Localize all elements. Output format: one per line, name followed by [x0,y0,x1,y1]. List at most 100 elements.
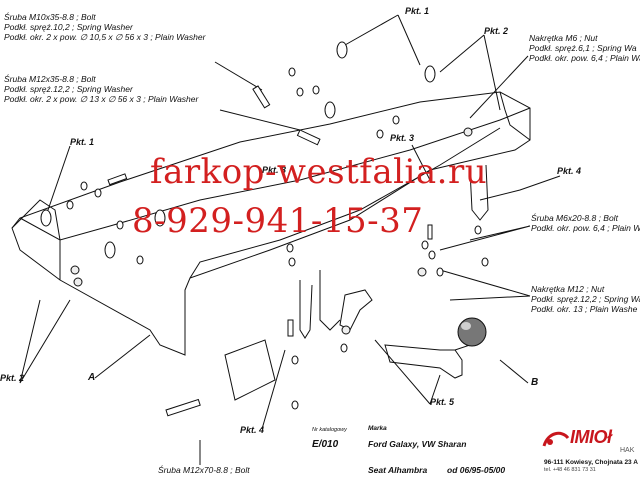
pkt-2-top: Pkt. 2 [484,26,509,36]
label-nut-m6: Nakrętka M6 ; Nut Podkł. spręż.6,1 ; Spr… [529,33,640,63]
label-bolt-m6: Śruba M6x20-8.8 ; Bolt Podkł. okr. pow. … [531,213,640,233]
catalog-model-1: Ford Galaxy, VW Sharan [368,439,467,449]
spring-washer [80,181,88,191]
bolt-left [107,173,128,186]
nut [341,325,351,335]
nut [417,267,427,277]
label-line: Podkł. spręż.12,2 ; Spring Wa [531,294,640,304]
brand-tel: tel. +48 46 831 73 31 [544,467,596,473]
catalog-nr-label: Nr katalogowy [312,427,347,433]
pkt-1-top: Pkt. 1 [405,6,430,16]
leader-pkt4-right [479,175,561,201]
tow-ball [457,317,487,347]
spring-washer [436,267,444,277]
label-line: Podkł. okr. pow. 6,4 ; Plain W [531,223,640,233]
leader-m6-bolt [439,225,531,251]
leader-pkt1-left [47,145,71,211]
letter-b: B [531,377,539,388]
crossbar-tube [11,91,531,356]
leader-pkt3-right [411,144,431,181]
spring-washer [421,240,429,250]
socket-plate [224,339,276,401]
centre-hanger-2 [319,270,341,331]
spring-washer [481,257,489,267]
nut [73,277,83,287]
leader-pkt4-bottom [261,349,286,430]
imiol-logo-mark [542,431,570,447]
label-line: Śruba M10x35-8.8 ; Bolt [4,12,96,22]
spring-washer [312,85,320,95]
label-line: Śruba M6x20-8.8 ; Bolt [531,213,618,223]
label-bolt-m12: Śruba M12x35-8.8 ; Bolt Podkł. spręż.12,… [4,74,198,104]
pkt-5: Pkt. 5 [430,397,455,407]
spring-washer [66,200,74,210]
leader-pkt5 [374,339,441,405]
leader-a [94,334,151,379]
pkt-1-left: Pkt. 1 [70,137,95,147]
leader-pkt1-top [344,14,421,66]
label-bolt-m10: Śruba M10x35-8.8 ; Bolt Podkł. spręż.10,… [4,12,205,42]
leader-m10 [214,61,263,91]
label-line: Podkł. okr. pow. 6,4 ; Plain Wa [529,53,640,63]
leader-pkt2-top [439,34,501,111]
pkt-4-right: Pkt. 4 [557,166,582,176]
spring-washer [428,250,436,260]
right-end-plate [499,91,531,141]
catalog-number: E/010 [312,439,339,450]
spring-washer [296,87,304,97]
catalog-marka-label: Marka [368,425,387,432]
pkt-2-left: Pkt. 2 [0,373,25,383]
bolt-m12 [296,129,321,146]
spring-washer [286,243,294,253]
label-line: Podkł. spręż.6,1 ; Spring Wa [529,43,637,53]
spring-washer [376,129,384,139]
bolt-m10 [252,85,271,109]
crossbar-inner-edge [189,127,501,279]
leader-nut-m6 [469,55,529,119]
right-hanger [469,164,489,221]
plain-washer [104,241,116,259]
spring-washer [392,115,400,125]
plain-washer [324,101,336,119]
bolt-m6 [427,224,433,240]
nut [463,127,473,137]
label-nut-m12: Nakrętka M12 ; Nut Podkł. spręż.12,2 ; S… [531,284,640,314]
socket-bracket [339,289,373,331]
spring-washer [474,225,482,235]
label-line: Podkł. spręż.10,2 ; Spring Washer [4,22,133,32]
letter-a: A [88,372,96,383]
nut [70,265,80,275]
plain-washer [154,209,166,227]
pkt-4-bottom: Pkt. 4 [240,425,265,435]
spring-washer [340,343,348,353]
spring-washer [136,255,144,265]
catalog-date: od 06/95-05/00 [447,465,506,475]
spring-washer [288,67,296,77]
left-bracket [11,199,61,241]
watermark-phone: 8-929-941-15-37 [132,201,424,241]
label-line: Śruba M12x35-8.8 ; Bolt [4,74,96,84]
brand-address: 96-111 Kowiesy, Chojnata 23 A [544,459,638,466]
label-line: Nakrętka M12 ; Nut [531,284,605,294]
label-line: Podkł. spręż.12,2 ; Spring Washer [4,84,133,94]
watermark-site: farkop-westfalia.ru [150,152,488,192]
label-line: Nakrętka M6 ; Nut [529,33,598,43]
spring-washer [94,188,102,198]
brand-suffix: HAK [620,447,635,454]
plain-washer [40,209,52,227]
leader-b [499,359,529,384]
spring-washer [116,220,124,230]
bolt-m12x70 [165,398,201,417]
tow-ball-highlight [461,322,471,330]
crossbar-top-edge [19,107,531,241]
bolt-centre [287,319,294,337]
spring-washer [291,355,299,365]
plain-washer [424,65,436,83]
ball-mount-arm [384,344,463,379]
catalog-model-2: Seat Alhambra [368,465,428,475]
label-line: Podkł. okr. 2 x pow. ∅ 13 x ∅ 56 x 3 ; P… [4,94,199,104]
spring-washer [291,400,299,410]
pkt-3-right: Pkt. 3 [390,133,415,143]
